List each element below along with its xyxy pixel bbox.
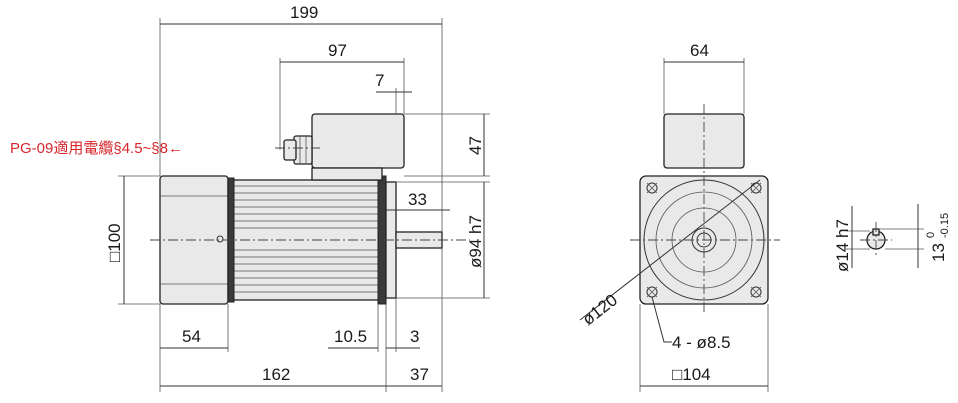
dim-box-height: 47 <box>466 136 485 155</box>
dim-rear-cover: 54 <box>182 327 201 346</box>
dim-pilot-length: 10.5 <box>334 327 367 346</box>
dim-shaft-length: 37 <box>410 365 429 384</box>
dim-key-depth: 13 <box>929 243 948 262</box>
dim-box-width: 97 <box>328 41 347 60</box>
front-view <box>630 104 780 315</box>
dim-overall-length: 199 <box>290 3 318 22</box>
rear-cover-screw <box>216 235 224 243</box>
dim-key-tol-upper: 0 <box>925 232 937 238</box>
terminal-box <box>311 113 405 169</box>
dim-flange-thickness: 33 <box>408 190 427 209</box>
side-view <box>150 113 470 305</box>
bolt-circle-leader <box>579 179 761 321</box>
dim-bolt-circle: ø120 <box>579 290 621 329</box>
dim-mounting-holes: 4 - ø8.5 <box>672 333 731 352</box>
holes-leader <box>651 296 672 343</box>
shaft-section: ø14 h7 13 0 -0.15 <box>833 204 951 272</box>
dim-front-box-width: 64 <box>690 41 709 60</box>
dim-box-offset: 7 <box>375 71 384 90</box>
terminal-box-base <box>311 167 383 181</box>
dim-body-length: 162 <box>262 365 290 384</box>
dim-flange-step: 3 <box>410 327 419 346</box>
dim-flange-square: □104 <box>672 365 711 384</box>
cooling-fins <box>232 185 378 293</box>
mounting-holes <box>646 182 762 298</box>
side-view-dimensions: 199 97 7 47 33 ø94 h7 □100 54 <box>10 3 490 392</box>
dim-key-tol-lower: -0.15 <box>939 213 951 238</box>
dim-shaft-pilot-diameter: ø94 h7 <box>466 215 485 268</box>
dim-frame-square: □100 <box>105 223 124 262</box>
cable-gland <box>283 135 313 165</box>
dim-shaft-diameter: ø14 h7 <box>833 219 852 272</box>
cable-gland-note: PG-09適用電纜§4.5~§8← <box>10 139 183 157</box>
